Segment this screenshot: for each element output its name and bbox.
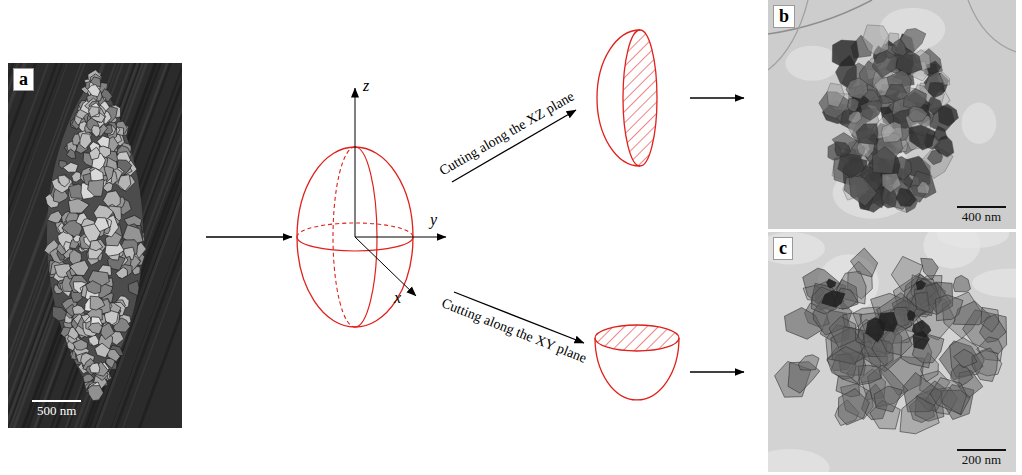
tem-panel: c 200 nm xyxy=(768,232,1016,472)
tem-background xyxy=(768,0,1016,229)
panel-letter: c xyxy=(773,237,793,260)
edge-label: Cutting along the XZ plane xyxy=(435,88,579,181)
panel-illustration xyxy=(768,0,1016,229)
edge-label: Cutting along the XY plane xyxy=(437,294,590,367)
axis-label: y xyxy=(430,212,437,228)
sem-panel: a 500 nm xyxy=(8,63,182,428)
particle-cluster xyxy=(819,25,959,213)
panel-illustration xyxy=(768,232,1016,472)
substrate-striations xyxy=(8,63,182,428)
carbon-film xyxy=(768,232,1016,472)
panel-letter: b xyxy=(773,5,795,28)
axis-label: x xyxy=(394,290,401,306)
connector-line xyxy=(690,371,744,372)
panel-illustration xyxy=(296,78,466,336)
axis-label: z xyxy=(363,78,369,94)
tem-panel: b 400 nm xyxy=(768,0,1016,229)
spindle-body xyxy=(47,77,143,393)
connector-line xyxy=(206,236,292,237)
particle-cluster xyxy=(775,248,1007,434)
carbon-film xyxy=(768,0,1016,219)
scale-bar: 400 nm xyxy=(957,206,1006,224)
coordinate-axes xyxy=(355,88,446,296)
spindle-particles xyxy=(44,70,146,401)
panel-illustration xyxy=(8,63,182,428)
scale-bar: 500 nm xyxy=(32,400,81,418)
xz-half-ellipsoid xyxy=(597,30,657,166)
scale-bar: 200 nm xyxy=(957,449,1006,467)
connector-line xyxy=(690,97,744,98)
panel-letter: a xyxy=(13,68,34,91)
xy-half-ellipsoid xyxy=(595,325,679,400)
tem-background xyxy=(768,232,1016,472)
ellipsoid-sketch: z y x xyxy=(296,78,466,336)
arrow-connector xyxy=(206,237,292,238)
